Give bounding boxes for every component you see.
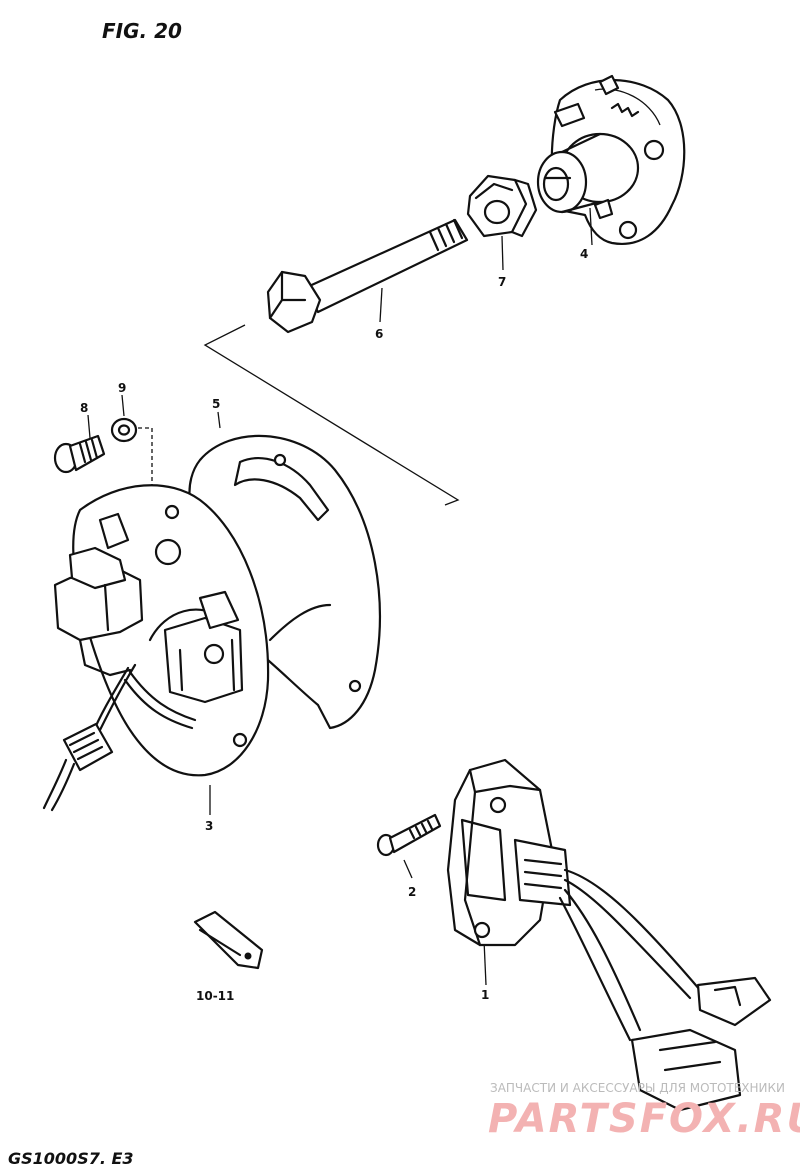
part-3-pickup-plate xyxy=(42,484,270,812)
label-part-5: 5 xyxy=(212,397,220,411)
label-part-8: 8 xyxy=(80,401,88,415)
part-1-igniter xyxy=(446,758,772,1112)
part-10-11-clamp xyxy=(193,910,264,970)
label-part-4: 4 xyxy=(580,247,588,261)
part-2-screw xyxy=(376,813,442,857)
part-4-drawing xyxy=(536,74,686,245)
model-code: GS1000S7. E3 xyxy=(8,1149,134,1168)
part-6-bolt xyxy=(266,218,469,334)
part-8-screw xyxy=(53,434,106,474)
part-7-nut xyxy=(466,174,538,238)
watermark-caption: ЗАПЧАСТИ И АКСЕССУАРЫ ДЛЯ МОТОТЕХНИКИ xyxy=(490,1081,785,1095)
label-part-1: 1 xyxy=(481,988,489,1002)
label-part-3: 3 xyxy=(205,819,213,833)
label-part-2: 2 xyxy=(408,885,416,899)
label-part-10-11: 10-11 xyxy=(196,989,234,1003)
label-part-6: 6 xyxy=(375,327,383,341)
label-part-9: 9 xyxy=(118,381,126,395)
part-9-washer xyxy=(110,417,138,443)
watermark-logo: PARTSFOX.RU xyxy=(488,1096,800,1142)
figure-title: FIG. 20 xyxy=(102,19,182,43)
label-part-7: 7 xyxy=(498,275,506,289)
leader-lines xyxy=(87,207,593,986)
